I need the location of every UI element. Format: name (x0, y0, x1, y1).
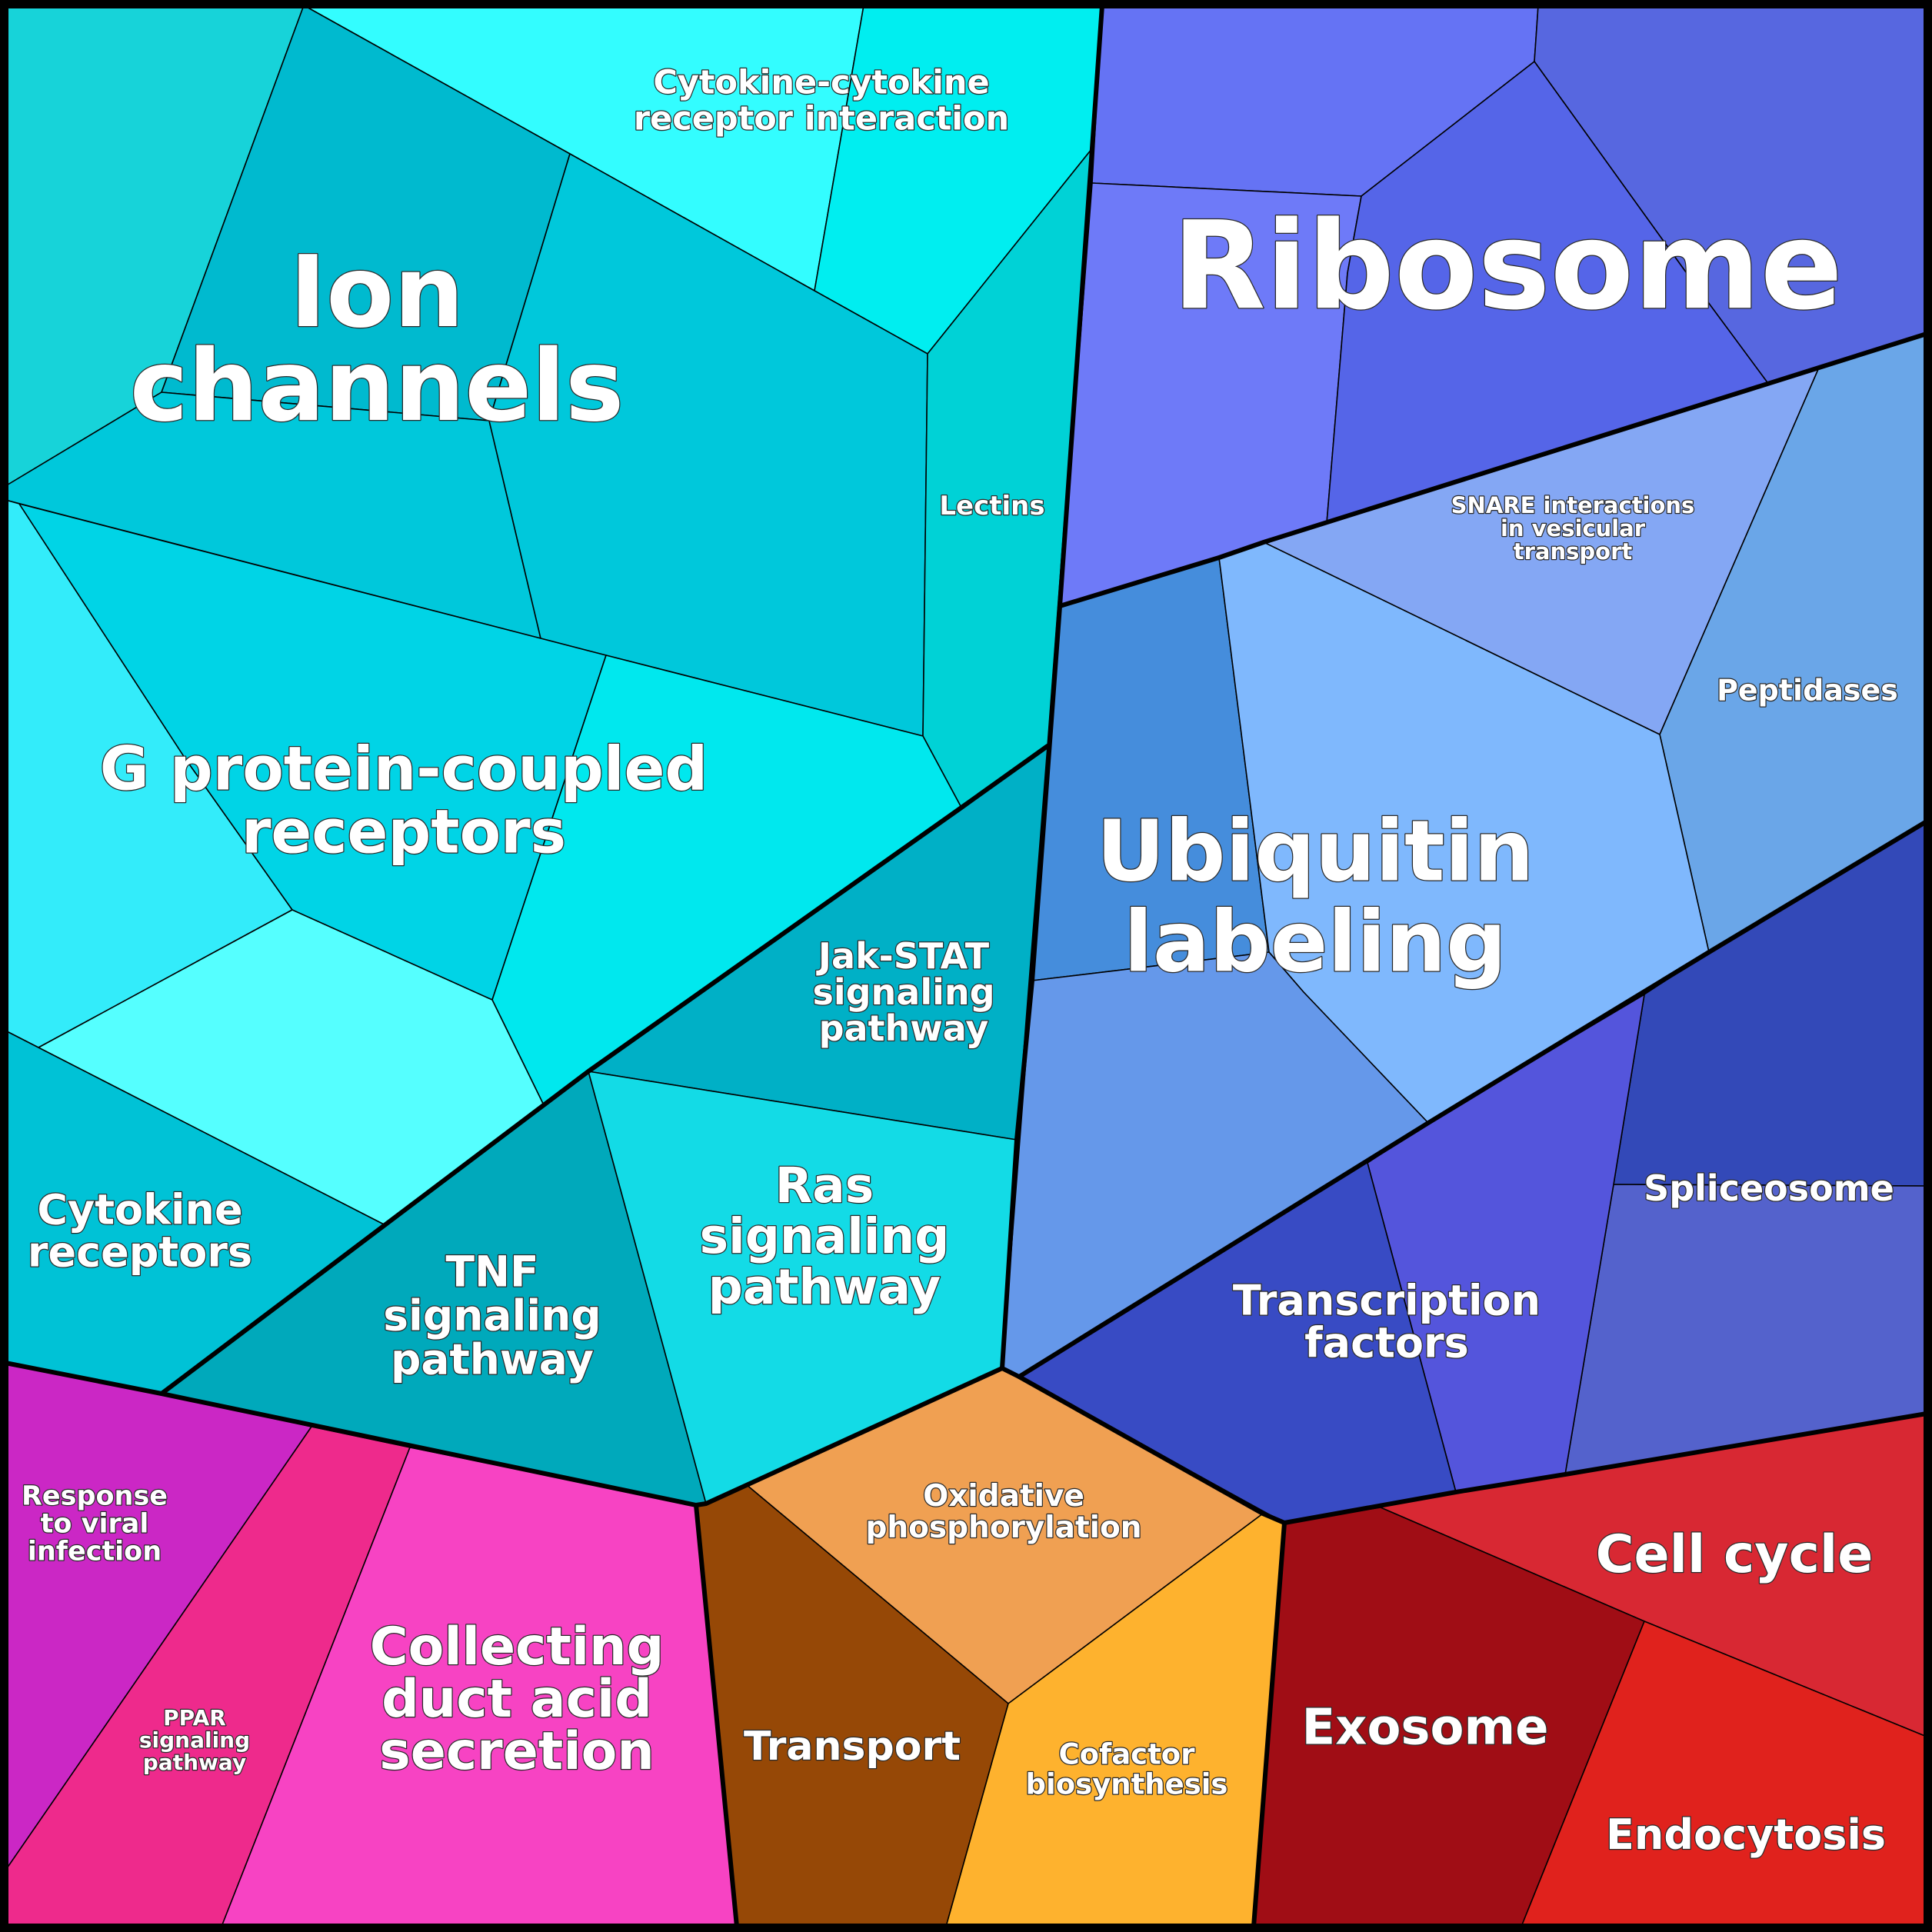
group-organismal (5, 1362, 738, 1927)
label-transcription-factors-line: Transcription (1233, 1276, 1541, 1324)
label-cytokine-cytokine-line: Cytokine-cytokine (653, 64, 989, 102)
label-jak-stat-line: signaling (812, 971, 994, 1013)
label-transport: Transport (744, 1724, 961, 1770)
label-snare-line: SNARE interactions (1451, 492, 1695, 518)
label-endocytosis-line: Endocytosis (1606, 1810, 1886, 1859)
label-oxphos-line: phosphorylation (865, 1511, 1141, 1545)
group-energy (695, 1367, 1285, 1927)
label-snare-line: transport (1514, 538, 1633, 565)
label-viral-line: infection (28, 1536, 162, 1567)
label-transport-line: Transport (744, 1724, 961, 1770)
label-spliceosome-line: Spliceosome (1644, 1168, 1894, 1209)
label-ribosome: Ribosome (1172, 195, 1843, 337)
group-signaling (5, 5, 1103, 1506)
label-ras-line: signaling (700, 1208, 950, 1264)
label-cell-cycle-line: Cell cycle (1596, 1524, 1874, 1585)
label-ras-line: pathway (708, 1259, 941, 1315)
label-lectins-line: Lectins (939, 491, 1044, 521)
label-jak-stat-line: pathway (819, 1008, 989, 1049)
label-cytokine-cytokine-line: receptor interaction (634, 100, 1009, 138)
label-ubiquitin-line: labeling (1124, 893, 1507, 991)
label-tnf-line: TNF (445, 1247, 538, 1296)
label-cytokine-receptors-line: Cytokine (37, 1185, 242, 1234)
label-exosome: Exosome (1301, 1699, 1548, 1756)
label-cell-cycle: Cell cycle (1596, 1524, 1874, 1585)
label-transcription-factors-line: factors (1304, 1318, 1469, 1367)
label-ion-channels-line: channels (130, 329, 625, 444)
label-spliceosome: Spliceosome (1644, 1168, 1894, 1209)
group-genetic (1001, 5, 1927, 1524)
label-viral-line: to viral (41, 1508, 149, 1539)
label-peptidases: Peptidases (1717, 673, 1898, 707)
label-collecting-duct-line: Collecting (370, 1617, 665, 1677)
label-viral-line: Response (22, 1481, 168, 1511)
label-collecting-duct-line: secretion (379, 1721, 655, 1782)
label-ion-channels-line: Ion (290, 235, 465, 350)
label-ras-line: Ras (775, 1158, 874, 1214)
label-ppar-line: PPAR (163, 1705, 226, 1730)
label-endocytosis: Endocytosis (1606, 1810, 1886, 1859)
label-cofactor-line: Cofactor (1059, 1737, 1196, 1770)
label-tnf-line: signaling (383, 1291, 601, 1340)
label-snare-line: in vesicular (1501, 515, 1646, 541)
label-lectins: Lectins (939, 491, 1044, 521)
label-ribosome-line: Ribosome (1172, 195, 1843, 337)
label-oxphos-line: Oxidative (923, 1479, 1084, 1514)
label-ppar-line: pathway (143, 1750, 246, 1775)
label-cofactor-line: biosynthesis (1026, 1767, 1228, 1800)
label-ubiquitin-line: Ubiquitin (1096, 802, 1534, 901)
label-ppar-line: signaling (139, 1727, 250, 1753)
label-peptidases-line: Peptidases (1717, 673, 1898, 707)
label-cytokine-receptors-line: receptors (28, 1227, 252, 1276)
label-jak-stat-line: Jak-STAT (816, 935, 990, 977)
label-tnf-line: pathway (391, 1334, 594, 1384)
label-collecting-duct-line: duct acid (381, 1669, 652, 1730)
label-gpcr-line: receptors (242, 798, 566, 867)
label-gpcr-line: G protein-coupled (100, 734, 708, 804)
label-exosome-line: Exosome (1301, 1699, 1548, 1756)
